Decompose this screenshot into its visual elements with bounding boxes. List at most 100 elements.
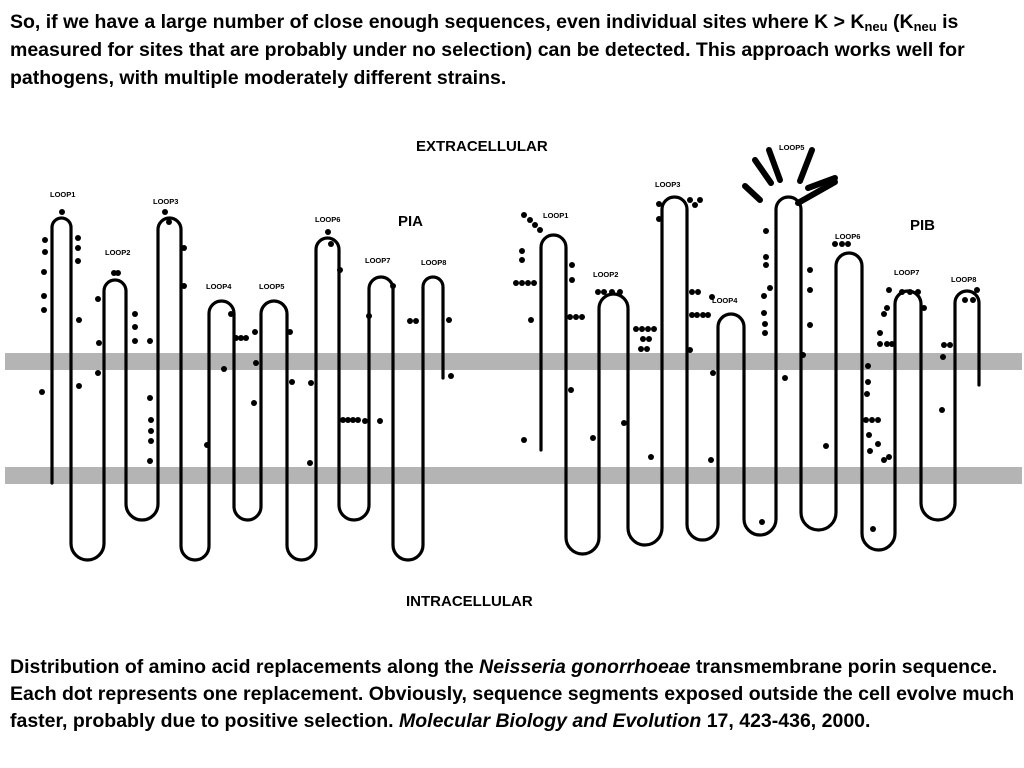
replacement-dot — [95, 296, 101, 302]
inner-membrane-band — [5, 467, 1022, 484]
replacement-dot — [689, 289, 695, 295]
replacement-dot — [221, 366, 227, 372]
pia-loop-label-4: LOOP4 — [206, 282, 232, 291]
replacement-dot — [656, 216, 662, 222]
intracellular-label: INTRACELLULAR — [406, 593, 533, 610]
replacement-dot — [345, 417, 351, 423]
replacement-dot — [633, 326, 639, 332]
replacement-dot — [881, 457, 887, 463]
replacement-dot — [807, 287, 813, 293]
replacement-dot — [639, 326, 645, 332]
replacement-dot — [939, 407, 945, 413]
intro-text: So, if we have a large number of close e… — [10, 8, 1015, 92]
intro-part-2: (K — [887, 11, 914, 33]
replacement-dot — [340, 417, 346, 423]
intro-part-3: is measured for sites that are probably … — [10, 11, 965, 89]
replacement-dot — [695, 289, 701, 295]
pib-loop-label-7: LOOP7 — [894, 268, 919, 277]
pib-loop-label-1: LOOP1 — [543, 211, 568, 220]
replacement-dot — [656, 201, 662, 207]
intro-part-1: So, if we have a large number of close e… — [10, 11, 865, 33]
pib-label: PIB — [910, 217, 935, 234]
replacement-dot — [687, 347, 693, 353]
replacement-dot — [75, 235, 81, 241]
replacement-dot — [525, 280, 531, 286]
replacement-dot — [823, 443, 829, 449]
replacement-dot — [568, 387, 574, 393]
replacement-dot — [899, 289, 905, 295]
replacement-dot — [147, 338, 153, 344]
replacement-dot — [132, 324, 138, 330]
replacement-dot — [132, 338, 138, 344]
replacement-dot — [76, 383, 82, 389]
replacement-dot — [940, 354, 946, 360]
replacement-dot — [287, 329, 293, 335]
replacement-dot — [697, 197, 703, 203]
replacement-dot — [621, 420, 627, 426]
pia-loop-label-8: LOOP8 — [421, 258, 446, 267]
replacement-dot — [800, 352, 806, 358]
replacement-dot — [446, 317, 452, 323]
replacement-dot — [839, 241, 845, 247]
pib-strand-path — [539, 195, 981, 556]
replacement-dots — [39, 197, 980, 532]
replacement-ray — [742, 183, 763, 203]
replacement-dot — [638, 346, 644, 352]
replacement-dot — [377, 418, 383, 424]
replacement-dot — [907, 289, 913, 295]
replacement-dot — [761, 310, 767, 316]
replacement-dot — [845, 241, 851, 247]
replacement-dot — [866, 432, 872, 438]
replacement-dot — [645, 326, 651, 332]
replacement-dot — [601, 289, 607, 295]
replacement-dot — [519, 248, 525, 254]
pia-loop-label-1: LOOP1 — [50, 190, 75, 199]
replacement-dot — [692, 202, 698, 208]
replacement-dot — [886, 454, 892, 460]
replacement-dot — [646, 336, 652, 342]
intro-subscript-1: neu — [864, 19, 888, 34]
replacement-dot — [355, 417, 361, 423]
replacement-dot — [644, 346, 650, 352]
replacement-dot — [705, 312, 711, 318]
replacement-dot — [947, 342, 953, 348]
replacement-dot — [875, 441, 881, 447]
replacement-ray — [797, 147, 815, 184]
replacement-dot — [75, 245, 81, 251]
replacement-dot — [362, 418, 368, 424]
replacement-dot — [648, 454, 654, 460]
replacement-dot — [115, 270, 121, 276]
replacement-dot — [521, 437, 527, 443]
replacement-dot — [863, 417, 869, 423]
replacement-dot — [877, 330, 883, 336]
pib-loop-label-5: LOOP5 — [779, 143, 804, 152]
replacement-dot — [700, 312, 706, 318]
replacement-dot — [532, 222, 538, 228]
replacement-dot — [204, 442, 210, 448]
replacement-dot — [569, 277, 575, 283]
replacement-dot — [832, 241, 838, 247]
pia-strand-path — [50, 216, 445, 562]
replacement-dot — [253, 360, 259, 366]
replacement-dot — [448, 373, 454, 379]
loop5-rays — [742, 147, 838, 206]
replacement-dot — [521, 212, 527, 218]
replacement-dot — [762, 330, 768, 336]
replacement-dot — [531, 280, 537, 286]
pib-loop-label-6: LOOP6 — [835, 232, 860, 241]
replacement-ray — [795, 179, 838, 206]
intro-subscript-2: neu — [913, 19, 937, 34]
replacement-dot — [537, 227, 543, 233]
replacement-dot — [763, 228, 769, 234]
caption-journal: Molecular Biology and Evolution — [399, 710, 702, 732]
replacement-dot — [609, 289, 615, 295]
pia-strand — [50, 216, 445, 562]
replacement-dot — [710, 370, 716, 376]
replacement-dot — [39, 389, 45, 395]
replacement-dot — [41, 269, 47, 275]
pib-loop-label-8: LOOP8 — [951, 275, 976, 284]
pia-loop-label-5: LOOP5 — [259, 282, 284, 291]
replacement-dot — [407, 318, 413, 324]
figure-caption: Distribution of amino acid replacements … — [10, 654, 1015, 735]
replacement-dot — [709, 294, 715, 300]
